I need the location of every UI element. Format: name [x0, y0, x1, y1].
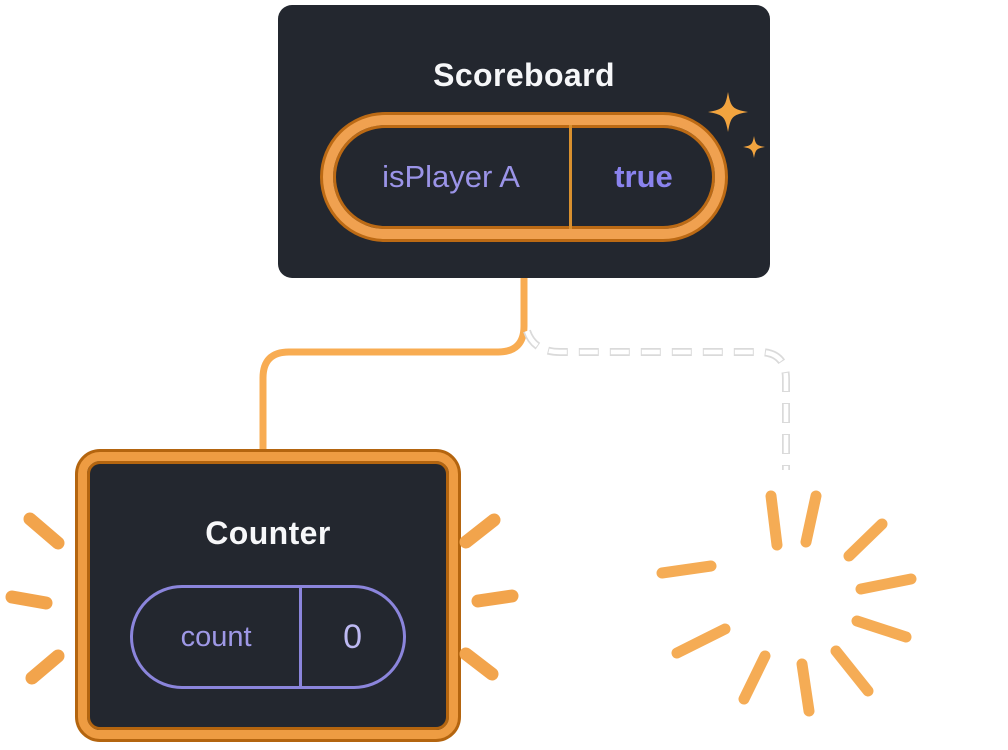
counter-state-label: count	[180, 620, 252, 653]
poof-burst-icon	[656, 490, 917, 717]
counter-state-pill: count 0	[130, 585, 406, 689]
counter-state-value: 0	[343, 617, 363, 656]
scoreboard-component: Scoreboard isPlayer A true	[278, 5, 770, 278]
scoreboard-state-value: true	[614, 159, 673, 194]
scoreboard-title: Scoreboard	[433, 57, 615, 93]
pill-divider	[568, 125, 572, 229]
connector-dashed-line	[523, 329, 790, 470]
scoreboard-state-label: isPlayer A	[382, 159, 520, 194]
pill-divider	[299, 588, 303, 686]
scoreboard-state-pill: isPlayer A true	[323, 115, 725, 239]
connector-solid-line	[259, 274, 528, 456]
counter-component: Counter count 0	[78, 452, 458, 739]
counter-title: Counter	[205, 515, 331, 551]
